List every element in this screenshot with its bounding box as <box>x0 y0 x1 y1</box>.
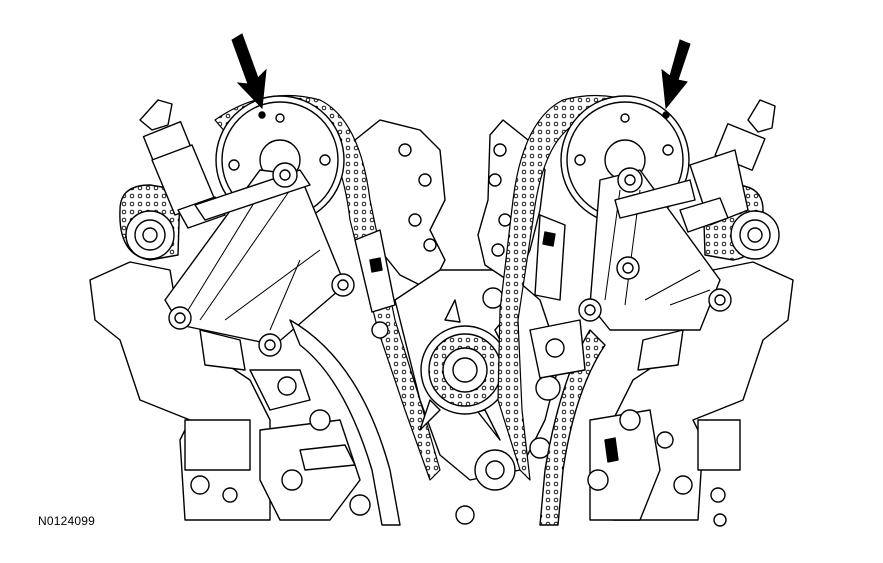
figure-reference-code: N0124099 <box>38 514 95 528</box>
left-cylinder-head-cover <box>354 119 446 291</box>
right-exhaust-sprocket <box>730 210 780 260</box>
left-indicator-arrow <box>231 33 267 110</box>
left-engine-block <box>89 261 271 521</box>
left-chain-tensioner-arm <box>164 162 355 357</box>
right-chain-tensioner-arm <box>578 167 732 331</box>
right-indicator-arrow <box>661 39 691 110</box>
right-chain-guide <box>529 214 586 379</box>
left-oil-control-solenoid <box>139 99 226 229</box>
left-lower-housing <box>249 369 371 521</box>
left-chain-guide <box>289 229 401 526</box>
right-lower-housing <box>587 409 727 527</box>
right-oil-control-solenoid <box>679 99 776 233</box>
left-intake-sprocket <box>125 210 175 260</box>
